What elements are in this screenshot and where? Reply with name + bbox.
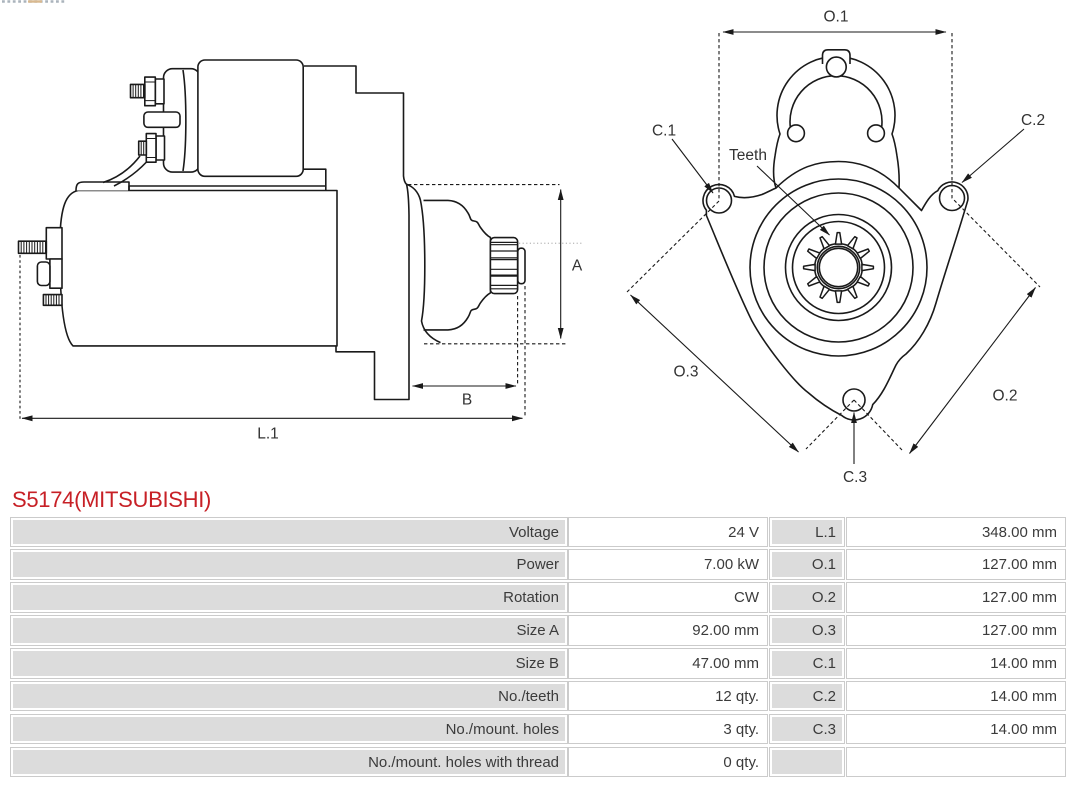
- svg-text:C.1: C.1: [652, 123, 676, 140]
- svg-text:O.1: O.1: [824, 9, 849, 26]
- svg-text:C.2: C.2: [1021, 112, 1045, 129]
- svg-text:L.1: L.1: [257, 426, 279, 443]
- svg-text:Teeth: Teeth: [729, 147, 767, 164]
- svg-text:B: B: [462, 392, 472, 409]
- svg-text:O.2: O.2: [993, 388, 1018, 405]
- svg-text:O.3: O.3: [674, 364, 699, 381]
- svg-text:C.3: C.3: [843, 469, 867, 486]
- svg-text:A: A: [572, 258, 583, 275]
